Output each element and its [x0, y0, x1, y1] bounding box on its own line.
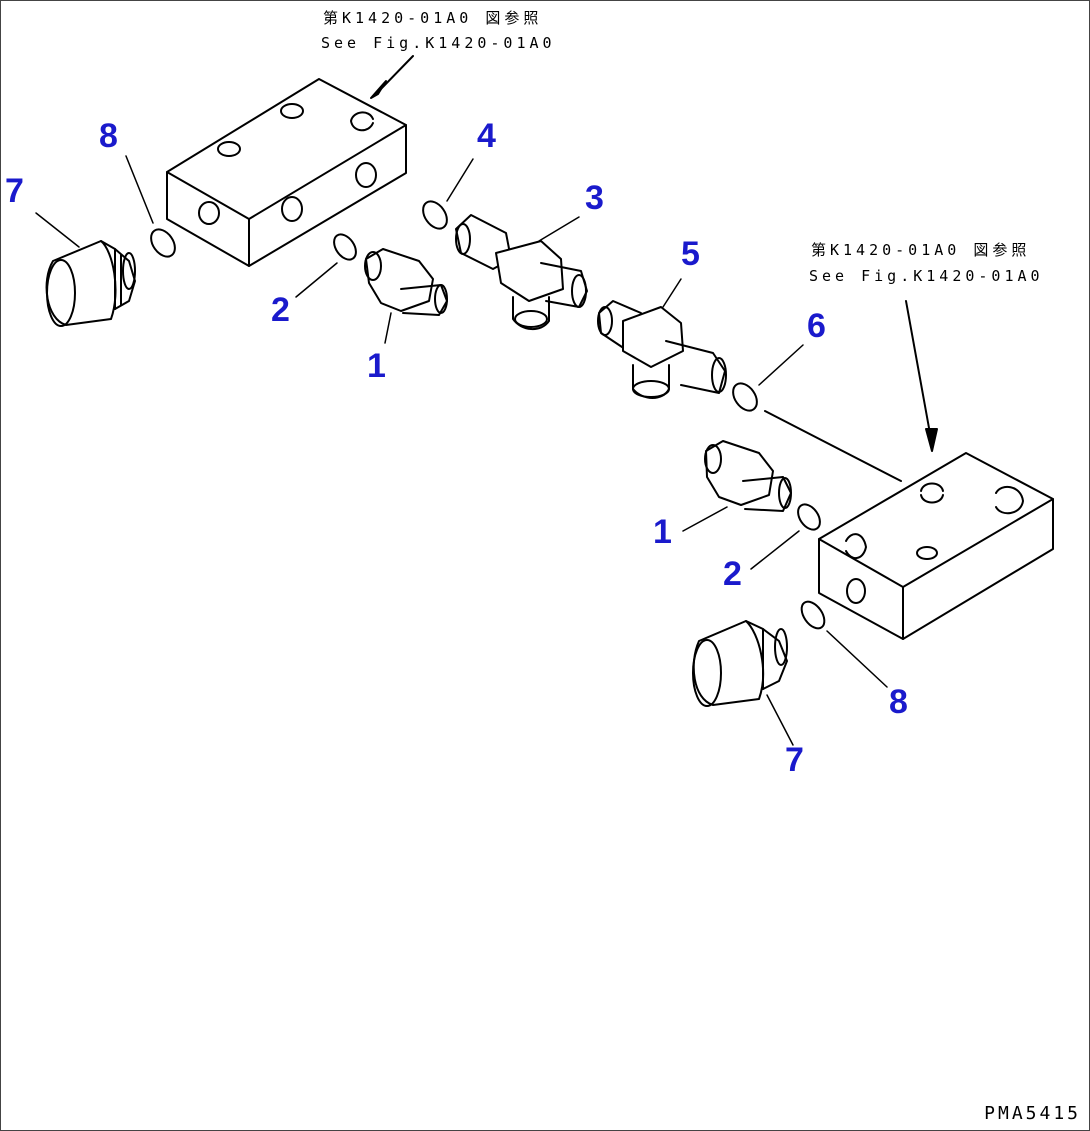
- callout-6: 6: [807, 307, 826, 345]
- o-ring-left-2: [333, 233, 357, 261]
- reference-top-jp: 第K1420-01A0 図参照: [323, 9, 543, 27]
- reference-right-jp: 第K1420-01A0 図参照: [811, 241, 1031, 259]
- tee-fitting-5: [597, 300, 727, 399]
- right-valve-block: [818, 452, 1054, 640]
- callout-8-left: 8: [99, 117, 118, 155]
- figure-id: PMA5415: [984, 1103, 1081, 1124]
- callout-4: 4: [477, 117, 496, 155]
- callout-3: 3: [585, 179, 604, 217]
- fitting-right-1: [704, 440, 792, 512]
- callout-1-right: 1: [653, 513, 672, 551]
- o-ring-4: [422, 200, 448, 230]
- left-block-leader: [370, 55, 414, 99]
- callout-7-left: 7: [5, 172, 24, 210]
- callout-2-right: 2: [723, 555, 742, 593]
- left-valve-block: [166, 78, 407, 267]
- callout-7-right: 7: [785, 741, 804, 779]
- o-ring-right-8: [800, 600, 826, 630]
- assembly-line: [764, 410, 902, 482]
- o-ring-6: [732, 382, 758, 412]
- reference-right-en: See Fig.K1420-01A0: [809, 267, 1044, 285]
- callout-2-left: 2: [271, 291, 290, 329]
- plug-left: [45, 240, 136, 327]
- fitting-left-1: [364, 248, 448, 316]
- o-ring-right-2: [797, 503, 821, 531]
- right-block-leader: [905, 300, 938, 452]
- callout-1-left: 1: [367, 347, 386, 385]
- o-ring-left-8: [150, 228, 176, 258]
- plug-right: [692, 620, 788, 707]
- callout-8-right: 8: [889, 683, 908, 721]
- callout-5: 5: [681, 235, 700, 273]
- tee-fitting-3: [455, 214, 588, 330]
- reference-top-en: See Fig.K1420-01A0: [321, 34, 556, 52]
- callout-leaders: [35, 155, 888, 746]
